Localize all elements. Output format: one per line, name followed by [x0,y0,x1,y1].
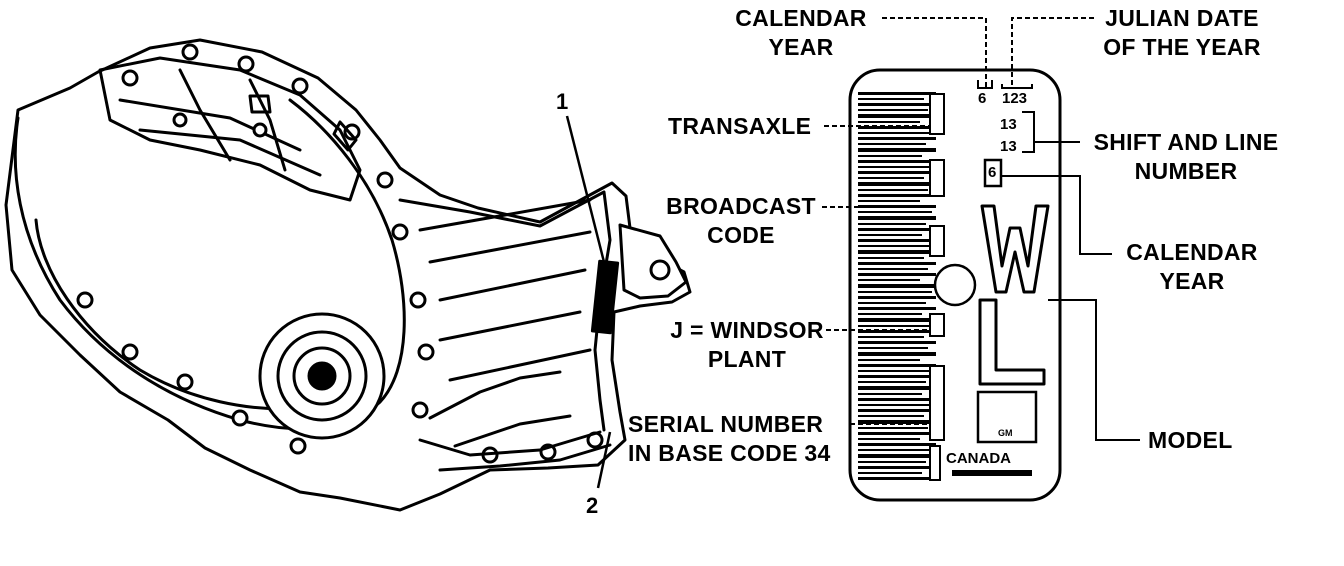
tag-year-box-digit: 6 [988,164,997,181]
tag-year-digit: 6 [978,90,987,107]
callout-2: 2 [586,493,599,518]
maker-box [976,390,1038,444]
label-transaxle: TRANSAXLE [668,113,812,139]
label-calendar-year-top: CALENDAR YEAR [726,4,876,62]
tag-hole [933,263,977,307]
barcode-glyphs [929,93,945,481]
label-line: JULIAN DATE [1105,5,1259,31]
axle-seal [649,259,671,281]
label-calendar-year-right: CALENDAR YEAR [1112,238,1272,296]
tag-shift-value: 13 [1000,116,1017,133]
label-shift-line: SHIFT AND LINE NUMBER [1080,128,1292,186]
id-plate-location [590,259,620,335]
callout-1: 1 [556,89,569,114]
converter-ring [276,330,368,422]
year-box [983,158,1003,188]
case-ribs [418,198,592,382]
label-windsor-plant: J = WINDSOR PLANT [666,316,828,374]
label-line: J = WINDSOR [670,317,824,343]
tag-maker: GM [998,428,1013,438]
id-tag [848,68,1062,502]
axle-stub [618,223,688,300]
converter-ring-inner [292,346,352,406]
label-line: IN BASE CODE 34 [628,440,831,466]
transaxle-illustration [4,38,692,512]
bolts [76,43,604,464]
oil-pan [418,430,612,472]
label-line: YEAR [1159,268,1225,294]
barcode [858,92,936,480]
cover-rib-3 [178,68,232,162]
vent-pipes [248,94,358,152]
label-line: OF THE YEAR [1103,34,1261,60]
label-line: SHIFT AND LINE [1093,129,1279,155]
transaxle-outline [4,38,692,512]
label-line: PLANT [707,346,787,372]
label-leaders [822,17,1140,441]
callout-leaders [565,115,612,489]
converter-hub [307,361,337,391]
label-line: CALENDAR [1126,239,1258,265]
tag-julian-value: 123 [1002,90,1028,107]
side-bracket [428,370,572,448]
label-serial-number: SERIAL NUMBER IN BASE CODE 34 [628,410,831,468]
label-line: NUMBER [1134,158,1238,184]
label-julian-date: JULIAN DATE OF THE YEAR [1092,4,1272,62]
label-line: YEAR [768,34,834,60]
cover-rib-2 [138,128,322,177]
model-letter-w [980,204,1050,294]
tag-country: CANADA [946,450,1011,467]
tag-line-value: 13 [1000,138,1017,155]
label-line: CODE [707,222,775,248]
label-line: BROADCAST [666,193,816,219]
part-number-strip [952,470,1032,476]
label-broadcast-code: BROADCAST CODE [658,192,824,250]
label-line: SERIAL NUMBER [628,411,824,437]
cover-rib-4 [248,78,287,172]
model-letter-l [978,298,1046,386]
bell-flange [34,218,302,411]
label-model: MODEL [1148,427,1233,453]
label-line: CALENDAR [735,5,867,31]
